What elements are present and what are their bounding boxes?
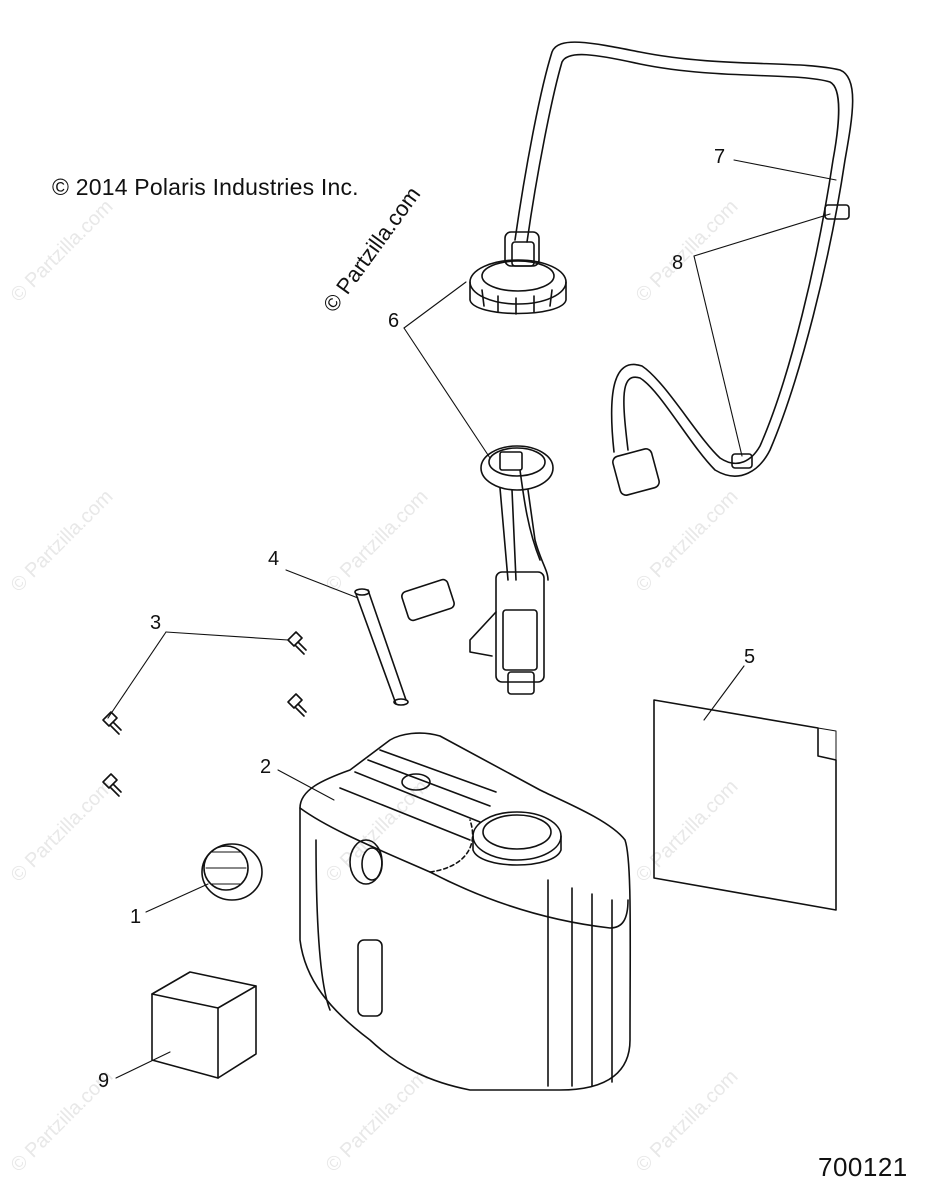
figure-number: 700121	[818, 1152, 908, 1182]
vent-hose	[504, 41, 854, 496]
leader-lines	[107, 159, 837, 1079]
heat-shield	[653, 699, 837, 911]
callout-1: 1	[130, 906, 142, 928]
callout-9: 9	[98, 1070, 110, 1092]
decal-box	[151, 971, 257, 1079]
lock-ring	[469, 259, 567, 315]
callout-7: 7	[714, 146, 726, 168]
bolts	[102, 631, 307, 797]
fuel-tank	[299, 732, 632, 1091]
callout-2: 2	[260, 756, 272, 778]
callout-4: 4	[268, 548, 280, 570]
callout-3: 3	[150, 612, 162, 634]
fuel-pump	[401, 445, 554, 695]
copyright-notice: © 2014 Polaris Industries Inc.	[52, 174, 359, 200]
fuel-cap	[201, 843, 263, 901]
callout-6: 6	[388, 310, 400, 332]
callout-5: 5	[744, 646, 756, 668]
callout-8: 8	[672, 252, 684, 274]
vent-tube	[354, 588, 409, 706]
